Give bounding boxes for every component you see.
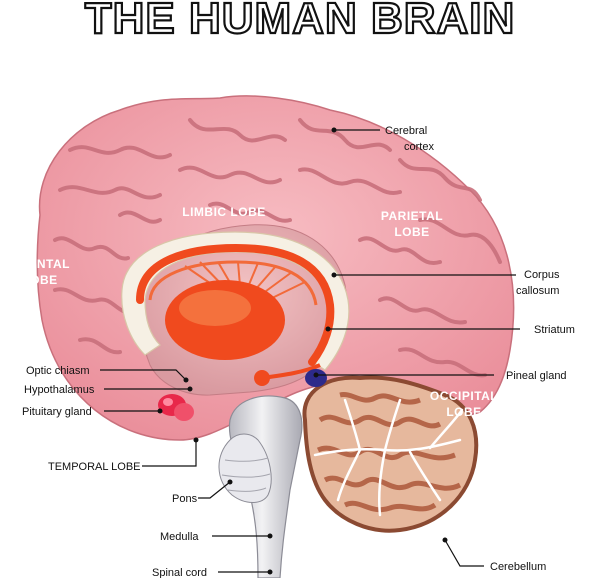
- label-hypothalamus: Hypothalamus: [24, 384, 95, 396]
- label-striatum: Striatum: [534, 324, 575, 336]
- lobe-label-frontal-1: FRONTAL: [10, 257, 70, 271]
- pons: [218, 433, 272, 503]
- pineal-gland-shape: [305, 369, 327, 387]
- label-temporal-lobe: TEMPORAL LOBE: [48, 461, 141, 473]
- lobe-label-limbic: LIMBIC LOBE: [182, 205, 266, 219]
- hypothalamus-node: [254, 370, 270, 386]
- label-spinal-cord: Spinal cord: [152, 567, 207, 578]
- lobe-label-parietal-1: PARIETAL: [381, 209, 443, 223]
- limbic-arc: [136, 243, 335, 366]
- label-corpus-callosum-2: callosum: [516, 285, 559, 297]
- label-cerebellum: Cerebellum: [490, 561, 546, 573]
- label-pineal-gland: Pineal gland: [506, 370, 567, 382]
- label-pons: Pons: [172, 493, 198, 505]
- cortex-folds: [53, 118, 502, 378]
- lobe-label-occipital-2: LOBE: [446, 405, 481, 419]
- label-medulla: Medulla: [160, 531, 199, 543]
- leader-lines: [100, 127, 520, 575]
- label-cerebral-cortex-2: cortex: [404, 141, 434, 153]
- pituitary-gland-shape: [158, 394, 194, 421]
- lobe-label-frontal-2: LOBE: [22, 273, 57, 287]
- label-cerebral-cortex-1: Cerebral: [385, 125, 427, 137]
- lobe-label-occipital-1: OCCIPITAL: [430, 389, 498, 403]
- label-corpus-callosum-1: Corpus: [524, 269, 560, 281]
- label-pituitary-gland: Pituitary gland: [22, 406, 92, 418]
- lobe-label-parietal-2: LOBE: [394, 225, 429, 239]
- cerebellum: [302, 375, 479, 533]
- diagram-title: THE HUMAN BRAIN: [84, 0, 516, 44]
- label-optic-chiasm: Optic chiasm: [26, 365, 90, 377]
